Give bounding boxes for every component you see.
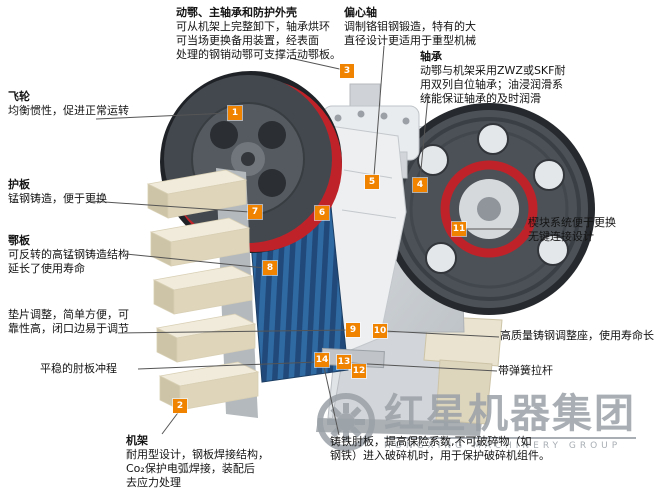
callout-line: 耐用型设计，钢板焊接结构，: [126, 448, 269, 461]
callout-guard-plate: 护板 锰钢铸造，便于更换: [8, 178, 107, 206]
part-marker-3: 3: [340, 64, 354, 78]
callout-line: 铸铁肘板，提高保险系数,不可破碎物（如: [330, 435, 532, 448]
callout-title: 护板: [8, 178, 30, 191]
callout-line: 高质量铸钢调整座，使用寿命长: [500, 329, 654, 342]
callout-line: 调制铬钼钢锻造，特有的大: [344, 20, 476, 33]
adjustment-seat: [423, 315, 503, 425]
part-marker-9: 9: [346, 323, 360, 337]
callout-line: Co₂保护电弧焊接，装配后: [126, 462, 255, 475]
part-marker-7: 7: [248, 205, 262, 219]
callout-line: 均衡惯性，促进正常运转: [8, 104, 129, 117]
callout-title: 偏心轴: [344, 6, 377, 19]
callout-line: 钢铁）进入破碎机时，用于保护破碎机组件。: [330, 449, 550, 462]
callout-line: 楔块系统便于更换: [528, 216, 616, 229]
callout-line: 延长了使用寿命: [8, 262, 85, 275]
callout-jaw-plate: 鄂板 可反转的高锰钢铸造结构 延长了使用寿命: [8, 234, 129, 276]
callout-line: 用双列自位轴承；油浸润滑系: [420, 78, 563, 91]
callout-eccentric-shaft: 偏心轴 调制铬钼钢锻造，特有的大 直径设计更适用于重型机械: [344, 6, 476, 48]
part-marker-12: 12: [352, 364, 366, 378]
callout-line: 靠性高，闭口边易于调节: [8, 322, 129, 335]
part-marker-2: 2: [173, 399, 187, 413]
callout-title: 机架: [126, 434, 148, 447]
hongxing-logo-icon: [317, 393, 375, 451]
callout-line: 平稳的肘板冲程: [40, 362, 117, 375]
part-marker-1: 1: [228, 106, 242, 120]
right-flywheel: [383, 103, 595, 315]
callout-title: 动鄂、主轴承和防护外壳: [176, 6, 297, 19]
watermark-brand-text: 红星机器集团: [384, 391, 636, 437]
part-marker-10: 10: [373, 324, 387, 338]
callout-line: 直径设计更适用于重型机械: [344, 34, 476, 47]
part-marker-8: 8: [263, 261, 277, 275]
watermark: 红星机器集团 HONGXING MACHINERY GROUP: [316, 392, 636, 452]
callout-line: 处理的钢销动鄂可支撑活动鄂板。: [176, 48, 341, 61]
stepped-liners: [146, 169, 260, 411]
callout-line: 去应力处理: [126, 476, 181, 489]
part-marker-4: 4: [413, 178, 427, 192]
callout-line: 垫片调整，简单方便，可: [8, 308, 129, 321]
callout-line: 可反转的高锰钢铸造结构: [8, 248, 129, 261]
callout-toggle-plate: 铸铁肘板，提高保险系数,不可破碎物（如 钢铁）进入破碎机时，用于保护破碎机组件。: [330, 435, 550, 463]
callout-title: 轴承: [420, 50, 442, 63]
callout-line: 动鄂与机架采用ZWZ或SKF耐: [420, 64, 566, 77]
part-marker-14: 14: [315, 353, 329, 367]
callout-moving-jaw-assembly: 动鄂、主轴承和防护外壳 可从机架上完整卸下，轴承烘环 可当场更换备用装置，经表面…: [176, 6, 341, 62]
part-marker-6: 6: [315, 206, 329, 220]
callout-title: 飞轮: [8, 90, 30, 103]
callout-line: 可当场更换备用装置，经表面: [176, 34, 319, 47]
callout-line: 可从机架上完整卸下，轴承烘环: [176, 20, 330, 33]
callout-flywheel: 飞轮 均衡惯性，促进正常运转: [8, 90, 129, 118]
callout-bearing: 轴承 动鄂与机架采用ZWZ或SKF耐 用双列自位轴承；油浸润滑系 统能保证轴承的…: [420, 50, 565, 106]
callout-frame: 机架 耐用型设计，钢板焊接结构， Co₂保护电弧焊接，装配后 去应力处理: [126, 434, 269, 490]
part-marker-13: 13: [337, 355, 351, 369]
callout-adjust-seat: 高质量铸钢调整座，使用寿命长: [500, 329, 654, 343]
callout-line: 无键连接设计: [528, 230, 594, 243]
callout-line: 锰钢铸造，便于更换: [8, 192, 107, 205]
callout-spring-rod: 带弹簧拉杆: [498, 364, 553, 378]
watermark-brand-subtext: HONGXING MACHINERY GROUP: [384, 437, 636, 451]
callout-wedge-system: 楔块系统便于更换 无键连接设计: [528, 216, 616, 244]
callout-line: 统能保证轴承的及时润滑: [420, 92, 541, 105]
callout-toggle-stroke: 平稳的肘板冲程: [40, 362, 117, 376]
part-marker-11: 11: [452, 222, 466, 236]
callout-shim-adjustment: 垫片调整，简单方便，可 靠性高，闭口边易于调节: [8, 308, 129, 336]
callout-line: 带弹簧拉杆: [498, 364, 553, 377]
part-marker-5: 5: [365, 175, 379, 189]
callout-title: 鄂板: [8, 234, 30, 247]
